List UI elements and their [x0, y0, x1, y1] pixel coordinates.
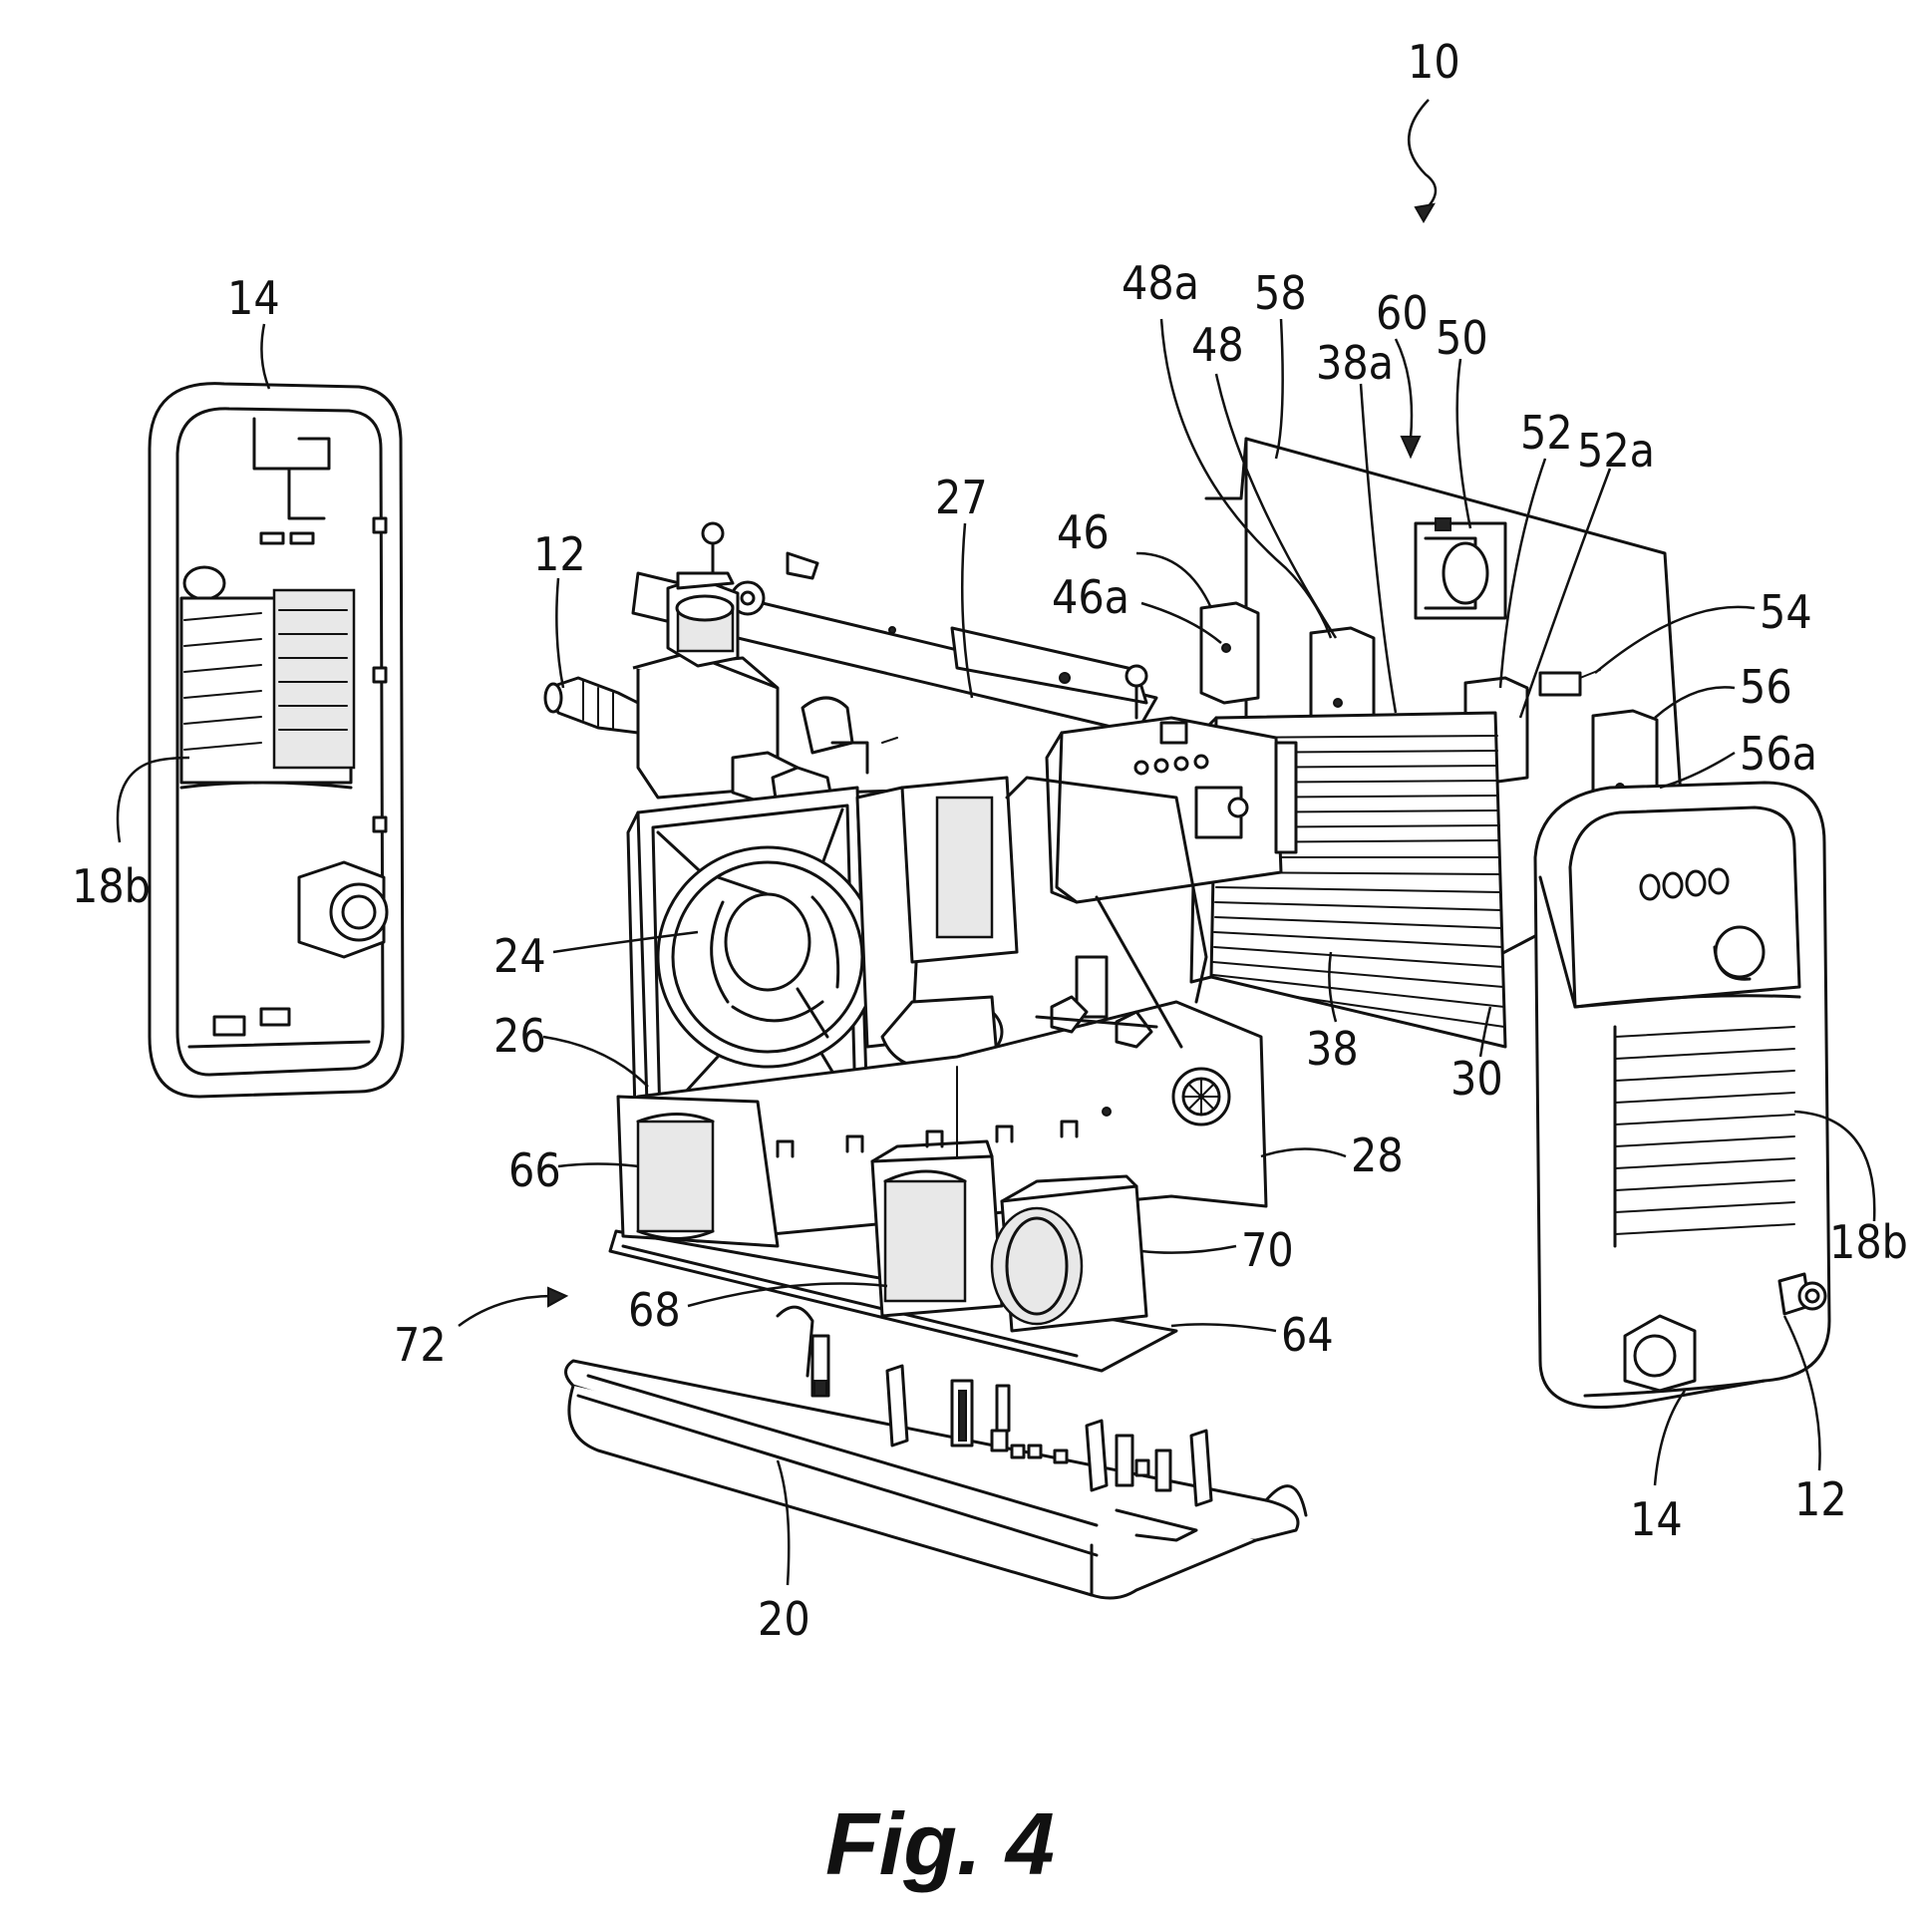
- ref-label-18b-left: 18b: [72, 859, 151, 913]
- left-connector-nut: [299, 862, 387, 957]
- transformer-68: [872, 1141, 1002, 1316]
- ref-label-56a: 56a: [1740, 727, 1817, 781]
- ref-label-30: 30: [1450, 1052, 1503, 1106]
- left-vent-louvers: [181, 590, 354, 783]
- ref-label-10: 10: [1408, 35, 1460, 89]
- right-end-cover: [1535, 783, 1829, 1408]
- left-end-cover: [150, 384, 403, 1097]
- ref-label-12-left: 12: [533, 527, 586, 581]
- ref-label-26: 26: [493, 1009, 546, 1063]
- inductor-70: [992, 1176, 1146, 1331]
- ref-label-27: 27: [935, 471, 988, 524]
- ref-label-66: 66: [508, 1143, 561, 1197]
- ref-label-14-right: 14: [1630, 1492, 1683, 1546]
- ref-label-20: 20: [758, 1592, 810, 1646]
- ref-label-12-right: 12: [1794, 1472, 1847, 1526]
- ref-label-50: 50: [1436, 311, 1488, 365]
- ref-label-14-left: 14: [227, 271, 280, 325]
- ref-label-48: 48: [1191, 318, 1244, 372]
- inductor-66: [618, 1097, 778, 1246]
- ref-label-52a: 52a: [1577, 424, 1655, 478]
- ref-label-52: 52: [1520, 406, 1573, 460]
- ref-label-38a: 38a: [1316, 336, 1394, 390]
- gas-inlet-fitting-12: [545, 678, 638, 733]
- ref-label-58: 58: [1254, 266, 1307, 320]
- ref-label-28: 28: [1351, 1128, 1404, 1182]
- ref-label-68: 68: [628, 1283, 681, 1337]
- base-tray-20: [566, 1307, 1307, 1598]
- ref-label-56: 56: [1740, 660, 1792, 714]
- ref-label-64: 64: [1281, 1308, 1334, 1362]
- ref-label-38: 38: [1306, 1022, 1359, 1076]
- ref-label-24: 24: [493, 929, 546, 983]
- figure-caption: Fig. 4: [825, 1794, 1055, 1893]
- ref-label-18b-right: 18b: [1829, 1215, 1908, 1269]
- ref-label-72: 72: [394, 1318, 447, 1372]
- ref-label-60: 60: [1376, 286, 1429, 340]
- ref-label-48a: 48a: [1122, 256, 1199, 310]
- pressure-switch: [803, 698, 897, 773]
- terminal-46: [1201, 603, 1258, 703]
- control-board: [1047, 718, 1296, 902]
- component-50: [1416, 518, 1505, 618]
- ref-label-46: 46: [1057, 505, 1110, 559]
- ref-label-54: 54: [1760, 585, 1812, 639]
- ref-label-46a: 46a: [1052, 570, 1129, 624]
- ref-label-70: 70: [1241, 1223, 1294, 1277]
